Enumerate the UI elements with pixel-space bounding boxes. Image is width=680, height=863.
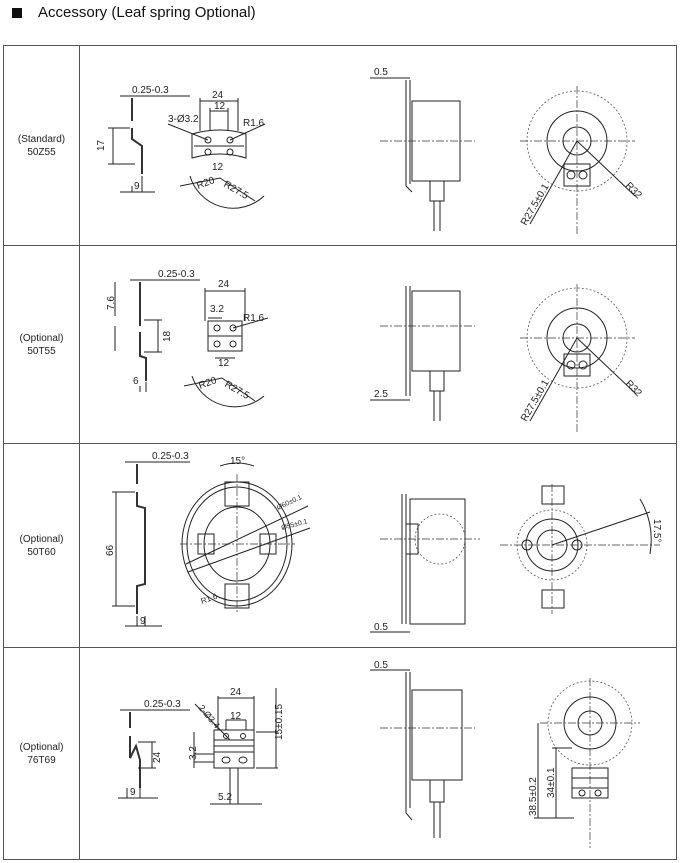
dimension-label: R1.6 bbox=[243, 118, 265, 129]
dimension-label: 0.25-0.3 bbox=[132, 85, 169, 96]
row-type: (Optional) bbox=[19, 332, 64, 344]
row-label: (Standard) 50Z55 bbox=[4, 46, 80, 245]
dimension-label: R20 bbox=[195, 175, 216, 192]
row-label: (Optional) 50T55 bbox=[4, 246, 80, 443]
dimension-label: 15±0.15 bbox=[274, 703, 285, 740]
row-label: (Optional) 50T60 bbox=[4, 444, 80, 647]
table-row: (Standard) 50Z55 0.25-0.3 17 9 24 12 3-Ø… bbox=[4, 46, 676, 246]
drawing-50t55: 0.25-0.3 7.6 18 6 24 3.2 R1.6 12 R20 R27… bbox=[106, 269, 644, 434]
table-row: (Optional) 50T55 0.25-0.3 7.6 18 6 24 3.… bbox=[4, 246, 676, 444]
dimension-label: 3.2 bbox=[188, 746, 199, 760]
dimension-label: 0.25-0.3 bbox=[152, 451, 189, 462]
dimension-label: 18 bbox=[162, 330, 173, 342]
section-title: Accessory (Leaf spring Optional) bbox=[38, 4, 256, 21]
dimension-label: 0.25-0.3 bbox=[158, 269, 195, 280]
accessory-table: (Standard) 50Z55 0.25-0.3 17 9 24 12 3-Ø… bbox=[3, 45, 677, 860]
drawing-50t60: 0.25-0.3 66 9 15° Ø60±0.1 Ø55±0.1 R1.6 0… bbox=[105, 451, 662, 633]
dimension-label: 2.5 bbox=[374, 389, 388, 400]
dimension-label: 3.2 bbox=[210, 304, 224, 315]
dimension-label: 5.2 bbox=[218, 792, 232, 803]
dimension-label: 0.25-0.3 bbox=[144, 699, 181, 710]
dimension-label: 12 bbox=[218, 358, 230, 369]
bullet-square-icon bbox=[12, 7, 22, 18]
dimension-label: R32 bbox=[623, 180, 644, 201]
dimension-label: 0.5 bbox=[374, 660, 388, 671]
row-type: (Standard) bbox=[17, 133, 66, 145]
dimension-label: 3-Ø3.2 bbox=[168, 114, 199, 125]
table-row: (Optional) 76T69 0.25-0.3 24 9 24 12 2-Ø… bbox=[4, 648, 676, 859]
dimension-label: R20 bbox=[197, 375, 218, 392]
dimension-label: Ø60±0.1 bbox=[276, 494, 303, 512]
drawing-50z55: 0.25-0.3 17 9 24 12 3-Ø3.2 R1.6 12 R20 R… bbox=[96, 67, 644, 236]
row-model: 50T60 bbox=[27, 546, 56, 558]
row-label: (Optional) 76T69 bbox=[4, 648, 80, 859]
dimension-label: 9 bbox=[134, 181, 140, 192]
row-model: 50T55 bbox=[27, 345, 56, 357]
dimension-label: R27.5 bbox=[222, 179, 251, 202]
dimension-label: 24 bbox=[230, 687, 242, 698]
dimension-label: R27.5 bbox=[223, 379, 252, 402]
dimension-label: 9 bbox=[130, 787, 136, 798]
row-model: 50Z55 bbox=[27, 146, 56, 158]
dimension-label: 12 bbox=[214, 101, 226, 112]
row-type: (Optional) bbox=[19, 741, 64, 753]
dimension-label: 15° bbox=[230, 456, 245, 467]
row-type: (Optional) bbox=[19, 533, 64, 545]
dimension-label: 12 bbox=[230, 711, 242, 722]
row-model: 76T69 bbox=[27, 754, 56, 766]
dimension-label: 6 bbox=[133, 376, 139, 387]
dimension-label: 24 bbox=[212, 90, 224, 101]
dimension-label: R1.6 bbox=[243, 313, 265, 324]
dimension-label: 24 bbox=[152, 751, 163, 763]
dimension-label: 17 bbox=[96, 139, 107, 151]
drawing-76t69: 0.25-0.3 24 9 24 12 2-Ø3.4 15±0.15 3.2 5… bbox=[118, 660, 640, 848]
dimension-label: 66 bbox=[105, 544, 116, 556]
dimension-label: 0.5 bbox=[374, 622, 388, 633]
dimension-label: 34±0.1 bbox=[546, 767, 557, 798]
dimension-label: 38.5±0.2 bbox=[528, 777, 539, 816]
dimension-label: R1.6 bbox=[200, 591, 219, 605]
dimension-label: 12 bbox=[212, 162, 224, 173]
dimension-label: 7.6 bbox=[106, 296, 117, 310]
dimension-label: 9 bbox=[140, 616, 146, 627]
dimension-label: R27.5±0.1 bbox=[519, 182, 552, 228]
dimension-label: R27.5±0.1 bbox=[519, 378, 552, 424]
section-header: Accessory (Leaf spring Optional) bbox=[12, 4, 256, 21]
table-row: (Optional) 50T60 0.25-0.3 66 9 15° Ø60±0… bbox=[4, 444, 676, 648]
dimension-label: 24 bbox=[218, 279, 230, 290]
dimension-label: 0.5 bbox=[374, 67, 388, 78]
dimension-label: R32 bbox=[623, 378, 644, 399]
dimension-label: 17.5° bbox=[651, 519, 662, 542]
